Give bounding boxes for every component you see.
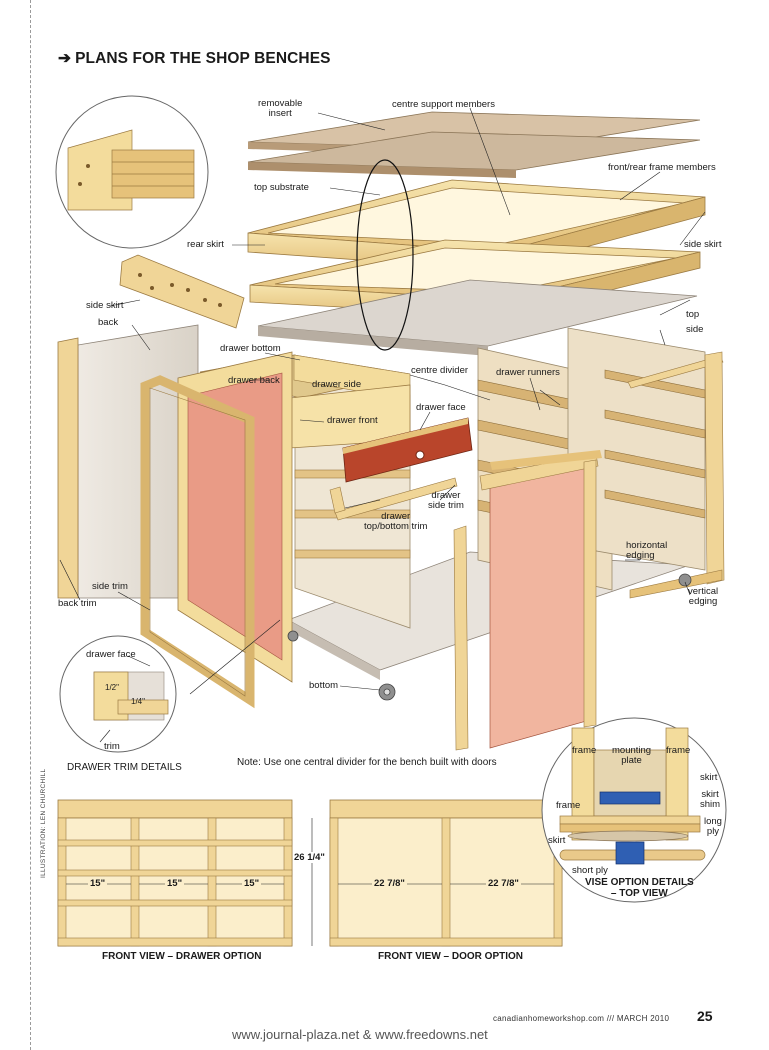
label-text: drawer side trim	[428, 490, 464, 511]
vise-label-frame-mid: frame	[556, 800, 581, 811]
label-text: long ply	[704, 816, 722, 837]
label-side: side	[686, 324, 704, 335]
label-removable-insert: removable insert	[258, 99, 302, 119]
label-text: vertical edging	[688, 586, 719, 607]
label-text: horizontal edging	[626, 540, 668, 561]
caption-front-view-drawer: FRONT VIEW – DRAWER OPTION	[102, 951, 262, 962]
illustration-credit: ILLUSTRATION: LEN CHURCHILL	[40, 768, 47, 878]
label-side-skirt-right: side skirt	[684, 239, 722, 250]
centre-support-callout	[356, 159, 414, 351]
label-drawer-runners: drawer runners	[496, 367, 560, 378]
label-centre-support-members: centre support members	[392, 99, 495, 110]
vise-label-skirt-shim: skirt shim	[700, 790, 720, 810]
back-panel	[57, 324, 199, 599]
label-drawer-back: drawer back	[228, 375, 280, 386]
dim-door-2: 22 7/8"	[486, 878, 521, 889]
right-door	[453, 450, 602, 751]
front-view-drawer	[57, 799, 293, 947]
label-top-substrate: top substrate	[254, 182, 309, 193]
corner-joint-detail	[55, 95, 209, 249]
title-text: PLANS FOR THE SHOP BENCHES	[75, 50, 331, 67]
vise-label-short-ply: short ply	[572, 865, 608, 876]
caption-vise-details: VISE OPTION DETAILS – TOP VIEW	[585, 877, 694, 899]
page-cut-line	[30, 0, 32, 1050]
drawer-trim-detail	[59, 635, 177, 753]
dim-drawer-3: 15"	[242, 878, 262, 889]
vise-detail	[541, 717, 727, 903]
label-drawer-side: drawer side	[312, 379, 362, 390]
label-side-trim: side trim	[92, 581, 128, 592]
arrow-right-icon: ➔	[58, 50, 72, 67]
note-central-divider: Note: Use one central divider for the be…	[237, 757, 497, 768]
label-front-rear-frame-members: front/rear frame members	[608, 162, 716, 173]
label-text: drawer top/bottom trim	[364, 511, 428, 532]
leader-lines	[59, 107, 706, 743]
watermark: www.journal-plaza.net & www.freedowns.ne…	[232, 1027, 488, 1042]
label-centre-divider: centre divider	[411, 365, 469, 376]
drawer-trim-piece	[329, 477, 458, 521]
caption-front-view-door: FRONT VIEW – DOOR OPTION	[378, 951, 524, 962]
page-title: ➔PLANS FOR THE SHOP BENCHES	[58, 49, 331, 68]
detail-label-trim: trim	[104, 741, 120, 752]
label-drawer-front: drawer front	[327, 415, 378, 426]
label-bottom: bottom	[309, 680, 339, 691]
dim-drawer-1: 15"	[88, 878, 108, 889]
detail-label-half: 1/2"	[105, 683, 119, 692]
label-drawer-face: drawer face	[416, 402, 466, 413]
label-text: mounting plate	[612, 745, 652, 766]
side-skirt-piece	[119, 254, 245, 329]
footer-site: canadianhomeworkshop.com /// MARCH 2010	[493, 1014, 670, 1023]
label-drawer-side-trim: drawer side trim	[428, 491, 464, 511]
label-side-skirt-left: side skirt	[86, 300, 124, 311]
dim-door-1: 22 7/8"	[372, 878, 407, 889]
vise-label-long-ply: long ply	[704, 817, 722, 837]
label-top: top	[686, 309, 700, 320]
label-vertical-edging: vertical edging	[688, 587, 718, 607]
top-substrate	[247, 131, 701, 178]
vise-label-skirt-right: skirt	[700, 772, 718, 783]
vise-label-mounting-plate: mounting plate	[612, 746, 651, 766]
caster-wheels	[287, 573, 692, 701]
label-horizontal-edging: horizontal edging	[626, 541, 667, 561]
side-panel	[567, 327, 725, 599]
label-rear-skirt: rear skirt	[187, 239, 224, 250]
left-door	[140, 351, 293, 709]
label-drawer-top-bottom-trim: drawer top/bottom trim	[364, 512, 427, 532]
caption-drawer-trim-details: DRAWER TRIM DETAILS	[67, 762, 182, 773]
page-number: 25	[697, 1008, 713, 1024]
vise-label-frame-left: frame	[572, 745, 597, 756]
drawer-face	[342, 417, 473, 483]
label-drawer-bottom: drawer bottom	[220, 343, 281, 354]
label-text: skirt shim	[700, 789, 721, 810]
label-back: back	[98, 317, 119, 328]
label-back-trim: back trim	[58, 598, 97, 609]
detail-label-drawer-face: drawer face	[86, 649, 136, 660]
dim-height: 26 1/4"	[293, 852, 326, 863]
vise-label-frame-right: frame	[666, 745, 691, 756]
caption-text: VISE OPTION DETAILS – TOP VIEW	[585, 877, 694, 899]
label-text: removable insert	[258, 98, 303, 119]
detail-label-quarter: 1/4"	[131, 697, 145, 706]
front-view-door	[329, 799, 563, 947]
vise-label-skirt-left: skirt	[548, 835, 566, 846]
dim-drawer-2: 15"	[165, 878, 185, 889]
